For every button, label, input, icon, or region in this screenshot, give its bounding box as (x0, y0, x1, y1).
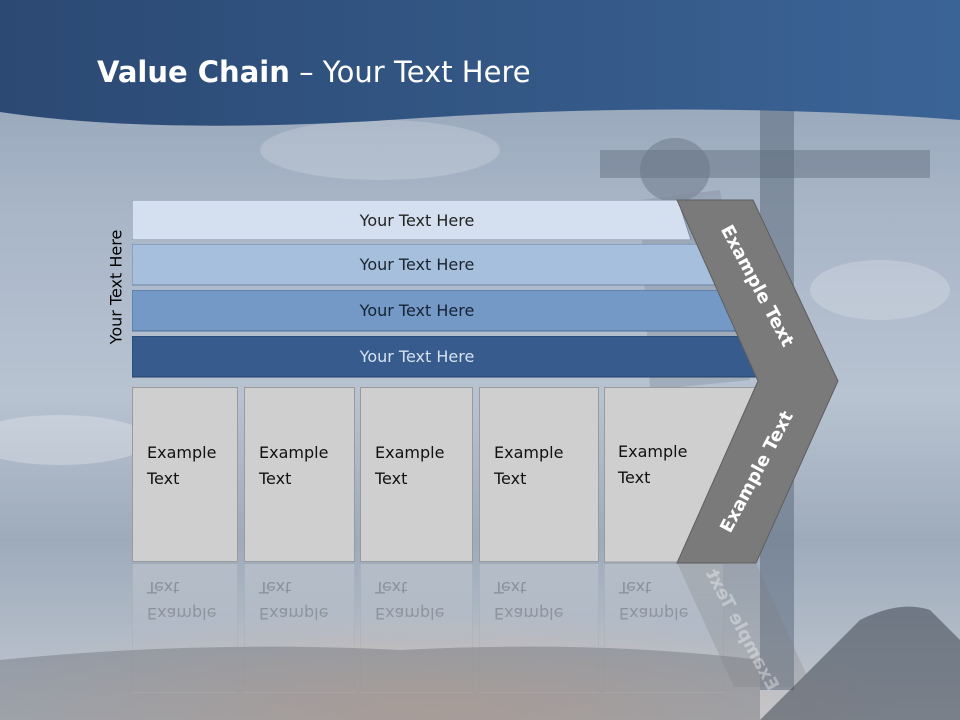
box-reflection: Example Text (360, 563, 473, 693)
primary-activity-box: Example Text (360, 387, 473, 562)
support-bar-label: Your Text Here (359, 255, 475, 274)
box-reflection: Example Text (132, 563, 238, 693)
vertical-label: Your Text Here (106, 229, 126, 345)
support-bar-label: Your Text Here (359, 210, 475, 230)
primary-activity-box: Example Text (132, 387, 238, 562)
primary-activity-box: Example Text (244, 387, 355, 562)
box-label: Example Text (147, 443, 217, 488)
support-bar-label: Your Text Here (359, 347, 475, 366)
box-label: Example Text (375, 443, 445, 488)
header-band (0, 0, 960, 126)
box-reflection: Example Text (479, 563, 599, 693)
box-label: Example Text (618, 442, 688, 487)
page-title: Value Chain – Your Text Here (97, 55, 531, 89)
box-reflection: Example Text (244, 563, 355, 693)
title-rest: – Your Text Here (289, 55, 531, 89)
margin-chevron (676, 199, 839, 687)
box-label: Example Text (494, 443, 564, 488)
support-bar-label: Your Text Here (359, 301, 475, 320)
primary-activity-box: Example Text (479, 387, 599, 562)
box-label: Example Text (259, 443, 329, 488)
title-bold: Value Chain (97, 55, 290, 89)
